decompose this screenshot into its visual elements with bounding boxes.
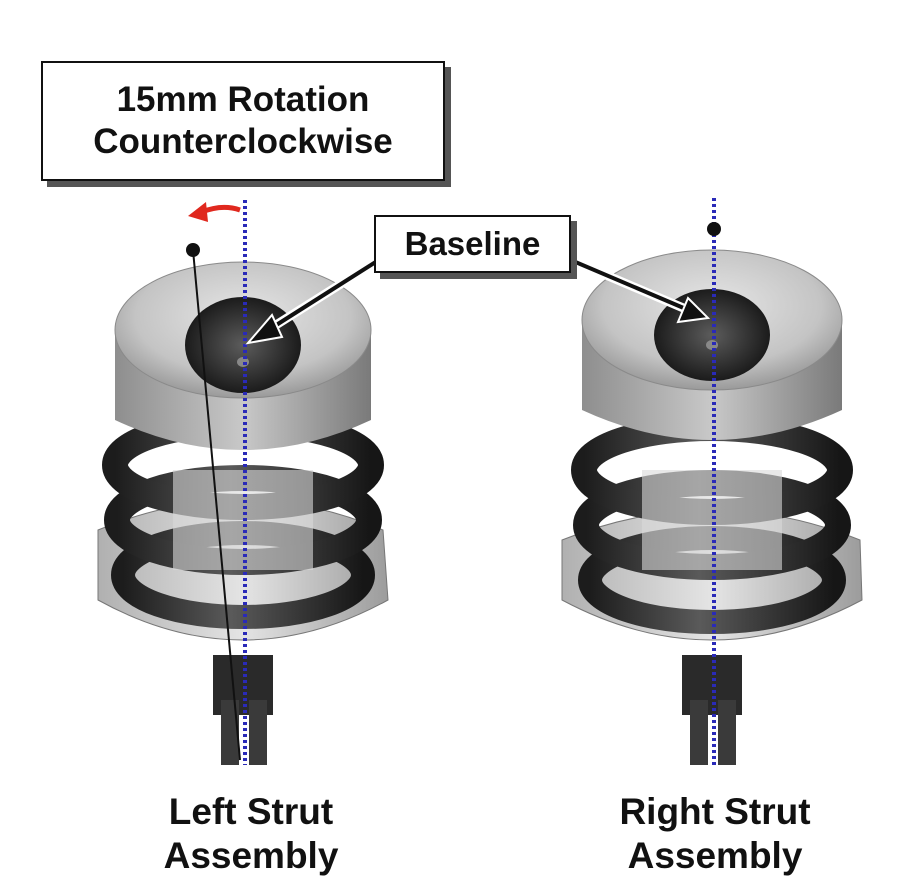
right-strut-label-line2: Assembly	[627, 835, 803, 876]
left-strut-label-line2: Assembly	[163, 835, 339, 876]
right-strut-label: Right Strut Assembly	[565, 790, 865, 878]
left-strut-label: Left Strut Assembly	[101, 790, 401, 878]
right-strut-assembly-illustration	[561, 249, 863, 765]
baseline-right-arrow	[564, 253, 711, 324]
rotation-arrowhead-icon	[188, 202, 208, 222]
rotation-arrow-icon	[201, 204, 241, 215]
rotation-callout-line1: 15mm Rotation	[116, 80, 370, 119]
left-rotated-reference-line	[192, 249, 241, 761]
right-reference-dot	[707, 222, 721, 236]
left-strut-label-line1: Left Strut	[168, 791, 334, 832]
baseline-callout: Baseline	[374, 215, 571, 273]
baseline-callout-label: Baseline	[404, 225, 541, 262]
baseline-left-arrow	[245, 254, 385, 345]
left-rotated-reference-dot	[186, 243, 200, 257]
rotation-callout-line2: Counterclockwise	[93, 122, 393, 161]
right-strut-label-line1: Right Strut	[619, 791, 811, 832]
rotation-callout: 15mm Rotation Counterclockwise	[41, 61, 445, 181]
